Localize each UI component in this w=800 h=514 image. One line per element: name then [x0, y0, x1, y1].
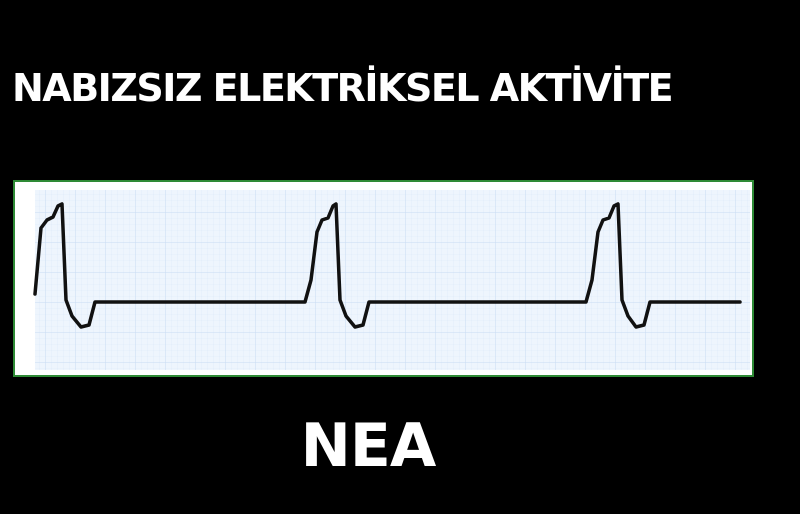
page-title: NABIZSIZ ELEKTRİKSEL AKTİVİTE	[12, 66, 674, 110]
ecg-strip	[13, 180, 754, 377]
ecg-grid-lines	[35, 190, 750, 370]
ecg-rhythm-trace	[33, 190, 750, 370]
ecg-waveform	[33, 202, 742, 329]
rhythm-abbreviation: NEA	[300, 411, 437, 481]
